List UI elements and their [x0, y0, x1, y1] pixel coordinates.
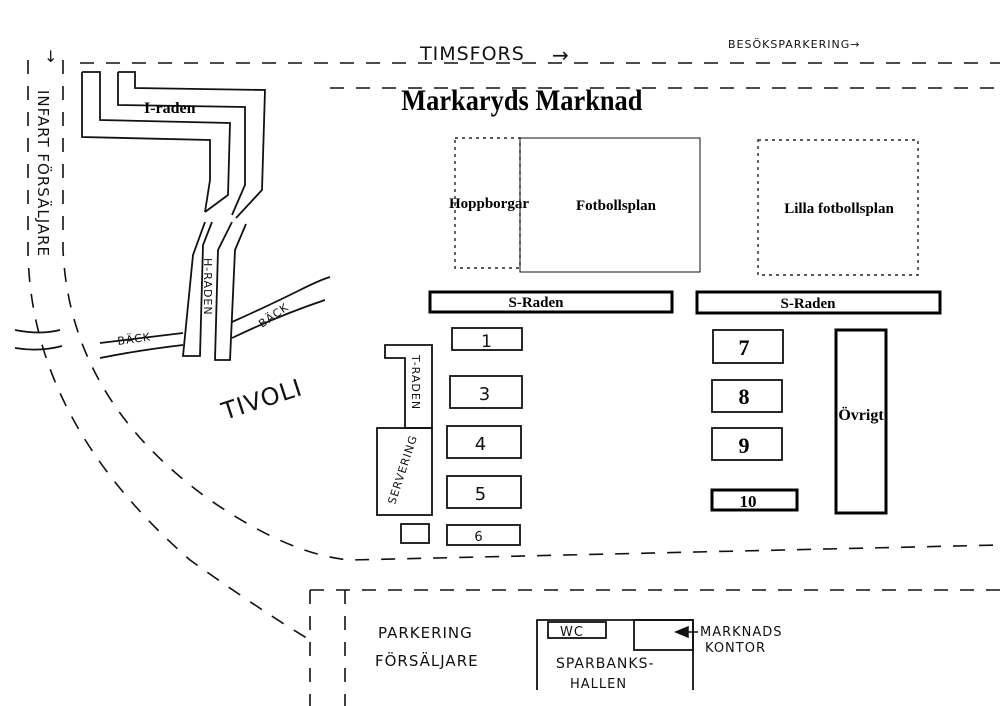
timsfors-label: TIMSFORS: [419, 43, 525, 65]
h-raden-label: H-RADEN: [201, 258, 214, 316]
hall-label-1: SPARBANKS-: [556, 656, 655, 672]
lilla-fotbollsplan-label: Lilla fotbollsplan: [784, 201, 894, 217]
s-raden-left-label: S-Raden: [508, 295, 564, 311]
stall-1: [451, 327, 523, 351]
stall-10: [710, 488, 799, 512]
stall-9-label: 9: [739, 433, 750, 458]
wc-label: WC: [560, 625, 584, 640]
stall-7-label: 7: [739, 335, 750, 360]
office-label-2: KONTOR: [705, 641, 766, 656]
roads: [27, 60, 1000, 706]
stall-8: [711, 379, 783, 413]
stall-6-label: 6: [474, 530, 483, 545]
small-stall: [400, 523, 430, 544]
servering-label: SERVERING: [385, 433, 420, 506]
s-raden-right-label: S-Raden: [780, 296, 836, 312]
back-left-label: BÄCK: [117, 330, 152, 348]
kontor-arrow-icon: [674, 625, 698, 639]
parking-label-1: PARKERING: [378, 624, 473, 642]
stream-lines: [14, 276, 331, 359]
stall-10-label: 10: [740, 492, 757, 511]
stall-9: [711, 427, 783, 461]
stall-3: [449, 375, 523, 409]
ovrigt-label: Övrigt: [838, 406, 884, 424]
stall-1-label: 1: [481, 332, 493, 352]
fotbollsplan-area: [519, 137, 701, 273]
s-raden-left: [428, 290, 674, 314]
tivoli-label: TIVOLI: [217, 373, 306, 426]
kontor-room: [633, 619, 694, 651]
hall-label-2: HALLEN: [570, 677, 627, 692]
office-label-1: MARKNADS: [700, 625, 783, 640]
hoppborgar-label: Hoppborgar: [449, 196, 529, 212]
i-raden-area: [81, 71, 266, 361]
stalls-right: 7 8 9 10 Övrigt: [710, 328, 888, 515]
stall-3-label: 3: [479, 384, 491, 405]
stall-4-label: 4: [475, 434, 487, 455]
stall-8-label: 8: [739, 384, 750, 409]
i-raden-label: I-raden: [144, 100, 196, 117]
wc-room: [547, 621, 607, 639]
visitor-parking-label: BESÖKSPARKERING→: [728, 38, 860, 51]
stall-4: [446, 425, 522, 459]
back-right-label: BÄCK: [256, 300, 291, 330]
hoppborgar-area: [454, 137, 521, 269]
stall-5-label: 5: [475, 484, 487, 505]
ovrigt-area: [834, 328, 888, 515]
timsfors-arrow-icon: →: [552, 43, 570, 67]
stalls-left: 1 3 4 5 6: [446, 327, 523, 546]
stall-7: [712, 329, 784, 364]
t-raden-area: [384, 344, 433, 429]
entrance-arrow-icon: ↓: [44, 47, 58, 66]
west-road-outer: [27, 60, 311, 641]
sparbankshallen-building: [536, 619, 694, 690]
servering-area: [376, 427, 433, 516]
entrance-label: INFART FÖRSÄLJARE: [34, 90, 53, 257]
map-title: Markaryds Marknad: [401, 85, 642, 118]
fotbollsplan-label: Fotbollsplan: [576, 198, 657, 214]
parking-label-2: FÖRSÄLJARE: [375, 651, 479, 670]
s-raden-right: [695, 290, 942, 315]
t-raden-label: T-RADEN: [409, 354, 422, 410]
stall-5: [446, 475, 522, 509]
west-road-inner: [62, 60, 1000, 561]
stall-6: [446, 524, 521, 546]
lilla-fotbollsplan-area: [757, 139, 919, 276]
